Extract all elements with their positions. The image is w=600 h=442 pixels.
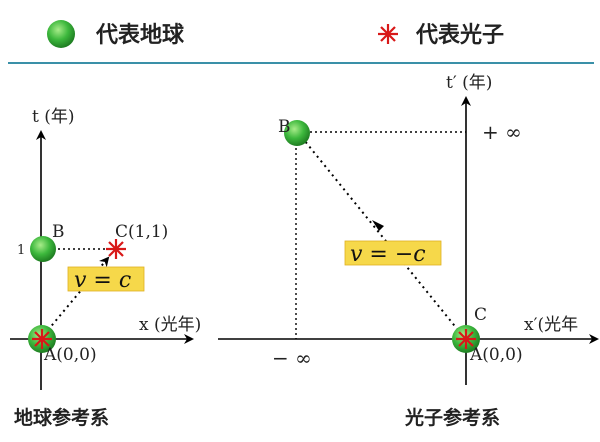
earth-point-a-label: A(0,0) (43, 345, 97, 365)
legend: 代表地球 代表光子 (8, 20, 594, 64)
photon-point-b-label: B (278, 117, 291, 137)
photon-legend-label: 代表光子 (415, 23, 504, 48)
photon-t-axis-label: t′ (年) (446, 73, 492, 93)
earth-legend-icon (47, 20, 75, 48)
earth-point-b-label: B (52, 222, 65, 242)
photon-velocity-box (344, 240, 442, 266)
photon-x-axis-label: x′(光年 (524, 315, 578, 335)
photon-plus-infinity: + ∞ (482, 120, 522, 144)
photon-minus-infinity: − ∞ (272, 346, 312, 370)
earth-velocity-box (67, 266, 145, 292)
earth-point-c-label: C(1,1) (115, 222, 168, 242)
photon-velocity-label: v = −c (350, 242, 426, 267)
earth-frame-diagram: t (年) x (光年) v = c B C(1,1) A(0,0) 1 地球参… (10, 107, 201, 429)
earth-legend-label: 代表地球 (95, 23, 185, 48)
earth-photon-at-c (104, 237, 128, 261)
photon-earth-worldline (303, 139, 459, 331)
photon-frame-diagram: t′ (年) x′(光年 v = −c B C A(0,0) + ∞ − ∞ 光… (218, 73, 599, 429)
earth-point-b (30, 236, 56, 262)
earth-velocity-label: v = c (74, 268, 131, 293)
earth-tick-one: 1 (17, 243, 25, 258)
photon-legend-icon (376, 22, 400, 46)
earth-frame-title: 地球参考系 (14, 406, 109, 429)
photon-point-b (284, 120, 310, 146)
earth-x-axis-label: x (光年) (139, 315, 201, 335)
photon-point-c-label: C (474, 305, 487, 325)
photon-worldline-arrowhead (372, 220, 384, 231)
earth-t-axis-label: t (年) (32, 107, 75, 127)
photon-frame-title: 光子参考系 (404, 406, 500, 429)
photon-point-a-label: A(0,0) (469, 345, 523, 365)
